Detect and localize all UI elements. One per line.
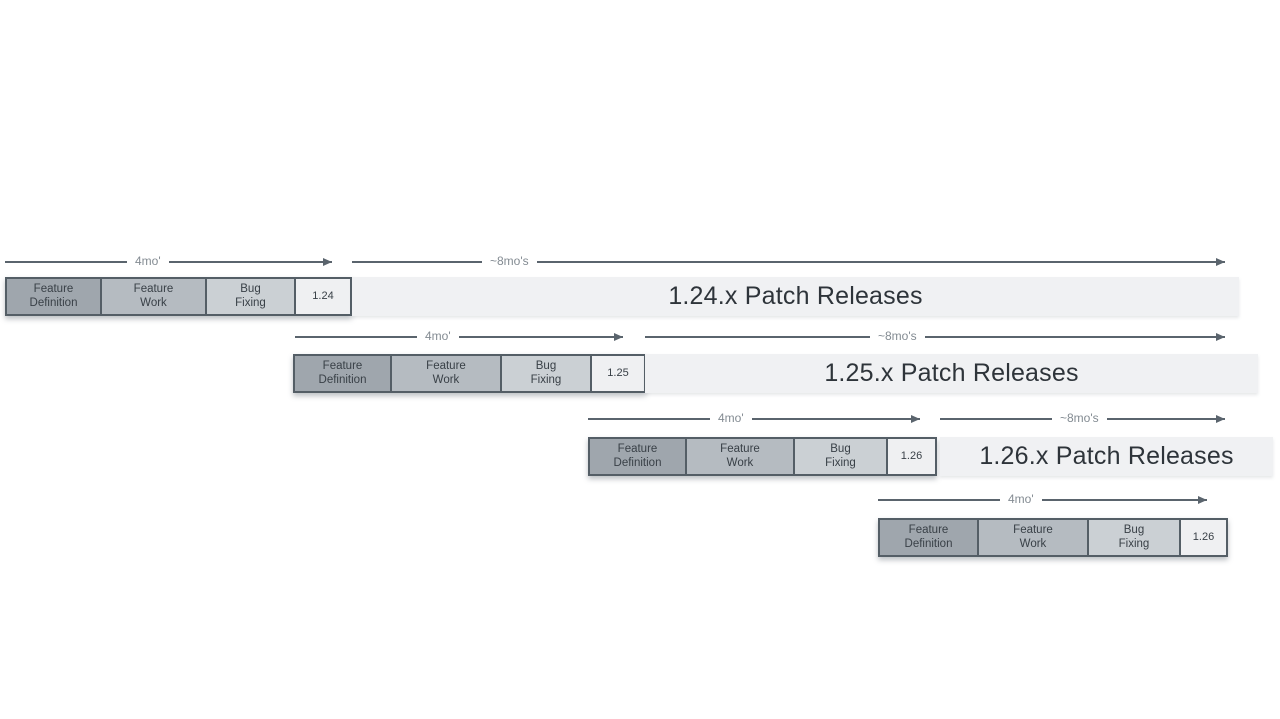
arrow-line [940, 418, 1052, 420]
row4-dev-duration-arrow: 4mo' [878, 492, 1207, 507]
arrow-head [924, 336, 1225, 338]
duration-label: ~8mo's [878, 329, 917, 343]
arrow-head [1106, 418, 1225, 420]
arrow-head [458, 336, 623, 338]
arrow-head [1041, 499, 1207, 501]
duration-label: 4mo' [135, 254, 161, 268]
version-box: 1.24 [294, 277, 352, 316]
phase-bug-fixing: Bug Fixing [793, 437, 888, 476]
row3-patch-duration-arrow: ~8mo's [940, 411, 1225, 426]
duration-label: ~8mo's [1060, 411, 1099, 425]
arrow-head [751, 418, 920, 420]
phase-feature-work: Feature Work [685, 437, 795, 476]
arrow-head [168, 261, 332, 263]
row3-release-cycle-boxes: Feature Definition Feature Work Bug Fixi… [588, 437, 937, 476]
row1-dev-duration-arrow: 4mo' [5, 254, 332, 269]
phase-feature-definition: Feature Definition [588, 437, 687, 476]
arrow-line [588, 418, 710, 420]
row2-release-cycle-boxes: Feature Definition Feature Work Bug Fixi… [293, 354, 646, 393]
phase-feature-definition: Feature Definition [5, 277, 102, 316]
row2-patch-releases-bar: 1.25.x Patch Releases [645, 354, 1258, 393]
arrow-head [536, 261, 1225, 263]
row3-patch-releases-bar: 1.26.x Patch Releases [940, 437, 1273, 476]
phase-feature-work: Feature Work [977, 518, 1089, 557]
phase-feature-work: Feature Work [390, 354, 502, 393]
row1-release-cycle-boxes: Feature Definition Feature Work Bug Fixi… [5, 277, 352, 316]
phase-feature-work: Feature Work [100, 277, 207, 316]
row1-patch-duration-arrow: ~8mo's [352, 254, 1225, 269]
arrow-line [352, 261, 482, 263]
version-box: 1.26 [1179, 518, 1228, 557]
row4-release-cycle-boxes: Feature Definition Feature Work Bug Fixi… [878, 518, 1228, 557]
row2-patch-duration-arrow: ~8mo's [645, 329, 1225, 344]
phase-bug-fixing: Bug Fixing [205, 277, 296, 316]
duration-label: 4mo' [718, 411, 744, 425]
arrow-line [5, 261, 127, 263]
arrow-line [878, 499, 1000, 501]
duration-label: ~8mo's [490, 254, 529, 268]
row3-dev-duration-arrow: 4mo' [588, 411, 920, 426]
row2-dev-duration-arrow: 4mo' [295, 329, 623, 344]
phase-feature-definition: Feature Definition [878, 518, 979, 557]
arrow-line [295, 336, 417, 338]
duration-label: 4mo' [1008, 492, 1034, 506]
phase-feature-definition: Feature Definition [293, 354, 392, 393]
arrow-line [645, 336, 870, 338]
phase-bug-fixing: Bug Fixing [500, 354, 592, 393]
phase-bug-fixing: Bug Fixing [1087, 518, 1181, 557]
duration-label: 4mo' [425, 329, 451, 343]
version-box: 1.25 [590, 354, 646, 393]
row1-patch-releases-bar: 1.24.x Patch Releases [352, 277, 1239, 316]
version-box: 1.26 [886, 437, 937, 476]
